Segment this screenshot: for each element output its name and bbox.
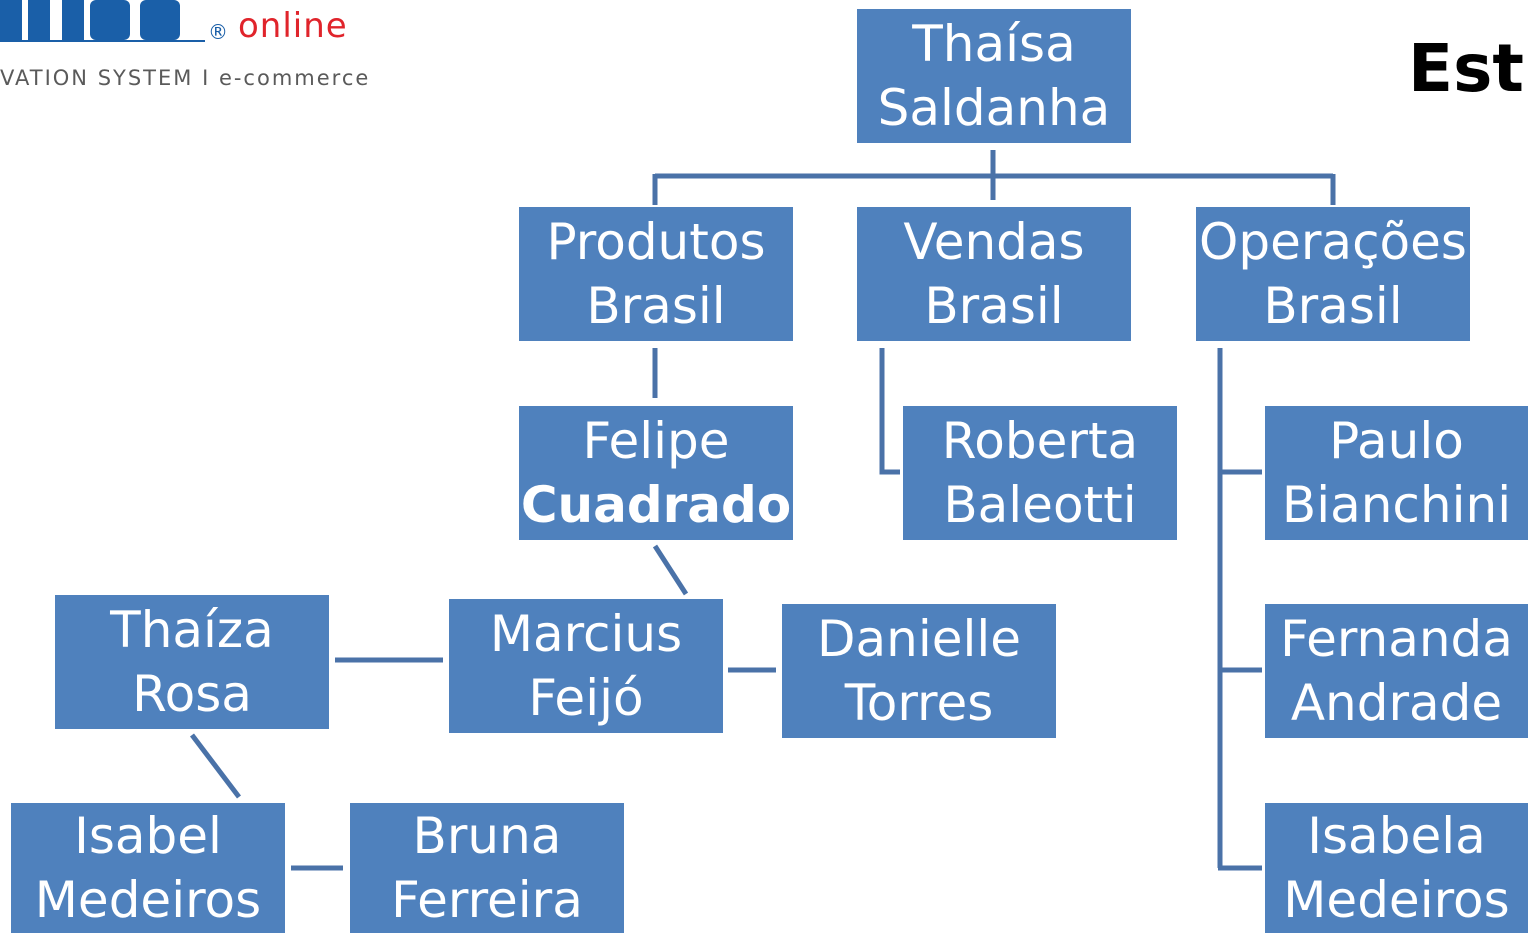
- org-node-root: Thaísa Saldanha: [857, 9, 1131, 143]
- logo-mark-icon: [0, 0, 205, 42]
- org-node-operacoes-brasil: Operações Brasil: [1196, 207, 1470, 341]
- org-node-bruna-ferreira: Bruna Ferreira: [350, 803, 624, 933]
- org-node-isabela-medeiros: Isabela Medeiros: [1265, 803, 1528, 933]
- org-node-fernanda-andrade: Fernanda Andrade: [1265, 604, 1528, 738]
- company-logo: ® online VATION SYSTEM I e-commerce: [0, 0, 400, 110]
- org-node-isabel-medeiros: Isabel Medeiros: [11, 803, 285, 933]
- logo-tagline: VATION SYSTEM I e-commerce: [0, 66, 371, 90]
- connector-vendas-roberta: [879, 348, 900, 475]
- org-node-thaiza-rosa: Thaíza Rosa: [55, 595, 329, 729]
- org-node-roberta-baleotti: Roberta Baleotti: [903, 406, 1177, 540]
- org-node-marcius-feijo: Marcius Feijó: [449, 599, 723, 733]
- org-node-felipe-cuadrado: Felipe Cuadrado: [519, 406, 793, 540]
- connector-thaiza-isabel: [190, 733, 241, 799]
- registered-mark: ®: [208, 20, 228, 44]
- org-node-danielle-torres: Danielle Torres: [782, 604, 1056, 738]
- slide-title: Estr: [1408, 30, 1528, 107]
- org-node-vendas-brasil: Vendas Brasil: [857, 207, 1131, 341]
- org-node-produtos-brasil: Produtos Brasil: [519, 207, 793, 341]
- org-node-paulo-bianchini: Paulo Bianchini: [1265, 406, 1528, 540]
- connector-felipe-marcius: [652, 544, 689, 596]
- logo-online-text: online: [238, 6, 348, 46]
